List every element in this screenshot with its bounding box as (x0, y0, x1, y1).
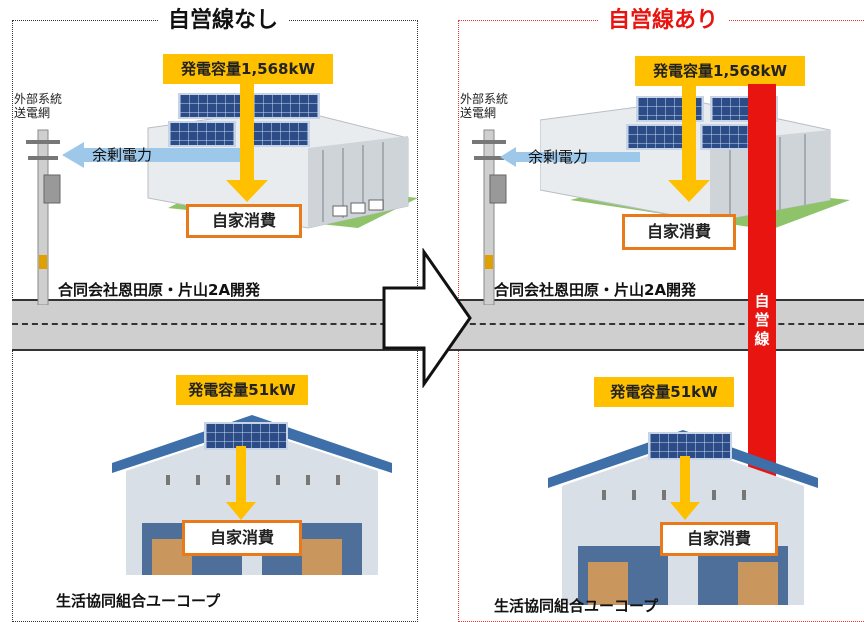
solar-panel (648, 432, 732, 460)
coop-self-consumption-box: 自家消費 (182, 520, 302, 556)
factory-name: 合同会社恩田原・片山2A開発 (494, 281, 697, 299)
grid-label: 外部系統送電網 (460, 92, 509, 120)
coop-generation-arrow (236, 446, 246, 506)
solar-panel (178, 93, 246, 119)
factory-self-consumption-box: 自家消費 (622, 214, 736, 250)
private-line-arrow (748, 84, 776, 504)
coop-generation-arrow (680, 456, 690, 506)
arrow-head-icon (670, 502, 700, 520)
surplus-label: 余剰電力 (528, 148, 589, 166)
generation-flow-arrow (682, 86, 696, 184)
arrow-head-icon (226, 180, 268, 202)
right-title: 自営線あり (598, 8, 729, 34)
utility-pole-icon (26, 129, 61, 305)
transition-arrow-icon (382, 248, 472, 388)
surplus-arrow-icon (62, 142, 242, 168)
private-line-label: 自営線 (754, 292, 770, 348)
generation-flow-arrow (240, 84, 254, 184)
factory-capacity-box: 発電容量1,568kW (163, 54, 333, 84)
factory-capacity-box: 発電容量1,568kW (635, 56, 805, 86)
arrow-head-icon (668, 180, 710, 202)
solar-panel (204, 422, 288, 450)
coop-capacity-box: 発電容量51kW (176, 375, 308, 405)
coop-name: 生活協同組合ユーコープ (56, 592, 221, 610)
left-title: 自営線なし (158, 8, 289, 34)
arrow-head-icon (226, 502, 256, 520)
grid-label: 外部系統送電網 (14, 92, 63, 120)
coop-name: 生活協同組合ユーコープ (494, 597, 659, 615)
coop-self-consumption-box: 自家消費 (660, 522, 778, 556)
solar-panel (252, 93, 320, 119)
surplus-label: 余剰電力 (92, 146, 153, 164)
utility-pole-icon (472, 129, 507, 305)
surplus-arrow-icon (500, 147, 640, 167)
factory-self-consumption-box: 自家消費 (186, 204, 302, 238)
solar-panel (168, 121, 236, 147)
factory-name: 合同会社恩田原・片山2A開発 (58, 281, 261, 299)
coop-capacity-box: 発電容量51kW (594, 377, 734, 407)
